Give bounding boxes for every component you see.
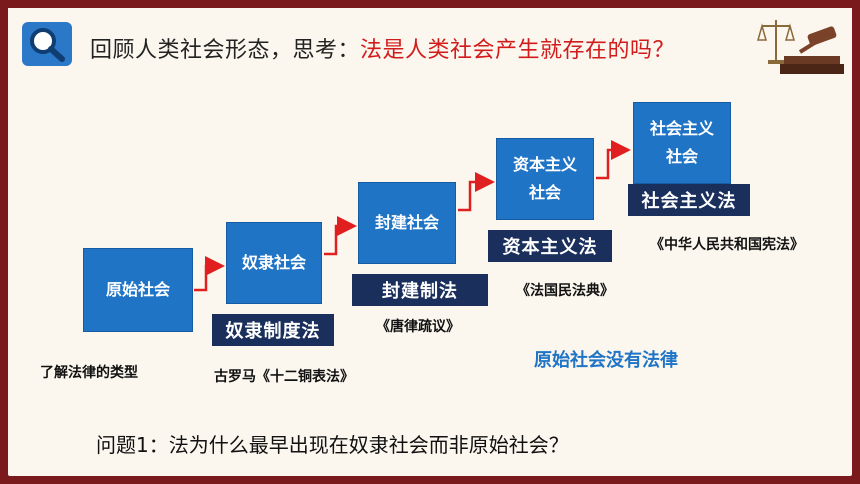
law-example-socialist: 《中华人民共和国宪法》 (650, 237, 804, 253)
slide-frame: 回顾人类社会形态，思考：法是人类社会产生就存在的吗？ 原始社会 奴隶社会 封建社… (8, 8, 852, 476)
note-law-types: 了解法律的类型 (40, 365, 138, 381)
note-primitive-no-law: 原始社会没有法律 (534, 350, 678, 371)
search-icon (22, 22, 72, 66)
law-example-feudal: 《唐律疏议》 (376, 319, 460, 335)
stage-label: 原始社会 (105, 280, 170, 299)
arrow-icon (596, 140, 631, 180)
title-highlight: 法是人类社会产生就存在的吗？ (360, 38, 676, 63)
law-type-capitalist: 资本主义法 (488, 230, 612, 262)
stage-box-slavery: 奴隶社会 (226, 222, 322, 304)
arrow-icon (458, 172, 495, 212)
title-prefix: 回顾人类社会形态，思考： (90, 38, 361, 63)
stage-box-capitalist: 资本主义 社会 (496, 138, 594, 220)
stage-box-primitive: 原始社会 (83, 248, 193, 332)
law-example-slavery: 古罗马《十二铜表法》 (214, 369, 354, 385)
stage-label-line2: 社会 (665, 147, 698, 166)
stage-box-feudal: 封建社会 (358, 182, 456, 264)
gavel-icon (757, 20, 844, 74)
law-type-socialist: 社会主义法 (628, 184, 750, 216)
arrows (194, 140, 631, 292)
stage-label-line2: 社会 (528, 183, 561, 202)
stage-box-socialist: 社会主义 社会 (633, 102, 731, 184)
law-example-capitalist: 《法国民法典》 (516, 283, 614, 299)
question-text: 问题1：法为什么最早出现在奴隶社会而非原始社会？ (96, 433, 569, 457)
law-type-slavery: 奴隶制度法 (212, 314, 334, 346)
law-type-feudal: 封建制法 (352, 274, 488, 306)
stage-label: 奴隶社会 (241, 253, 306, 272)
stage-label-line1: 资本主义 (512, 155, 577, 174)
stage-label: 封建社会 (374, 213, 439, 232)
stage-label-line1: 社会主义 (649, 119, 714, 138)
arrow-icon (194, 256, 225, 292)
page-title: 回顾人类社会形态，思考：法是人类社会产生就存在的吗？ (90, 32, 675, 64)
arrow-icon (324, 216, 357, 256)
header (8, 8, 852, 70)
